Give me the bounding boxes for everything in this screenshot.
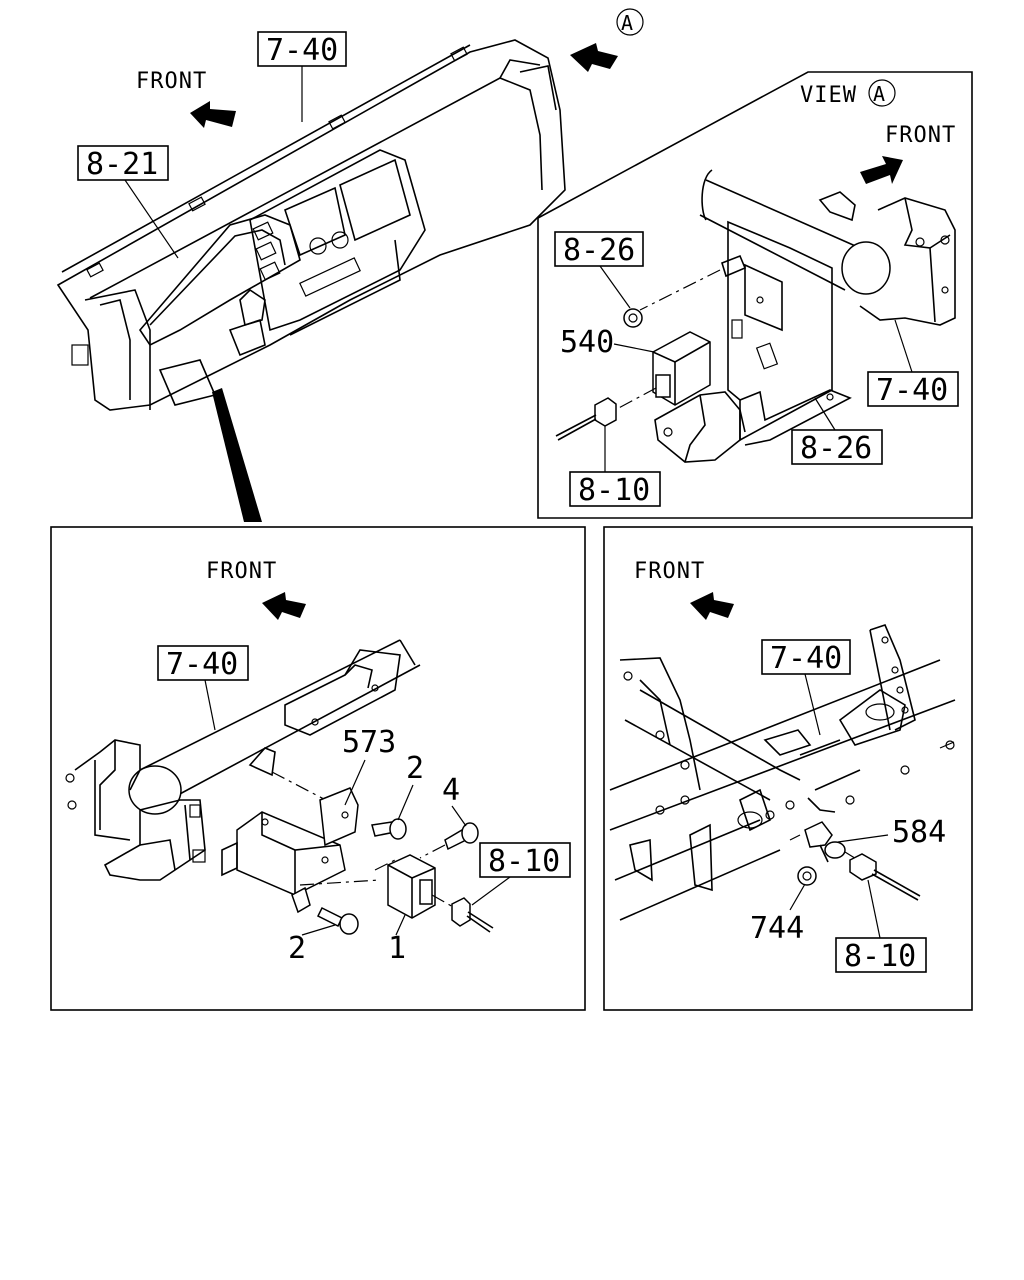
view-a-panel: VIEW A FRONT <box>537 71 973 519</box>
front-label-top: FRONT <box>136 69 207 94</box>
front-arrow-left <box>262 592 306 620</box>
label-box-8-10-right <box>835 937 927 973</box>
label-box-8-26-view-a <box>554 231 644 267</box>
label-573: 573 <box>342 725 396 760</box>
label-box-7-40-left <box>157 645 249 681</box>
view-marker-letter: A <box>873 82 885 106</box>
label-540: 540 <box>560 325 614 360</box>
label-8-26-view-b: 8-26 <box>800 431 872 466</box>
label-8-10-right: 8-10 <box>844 939 916 974</box>
label-2-upper: 2 <box>406 751 424 786</box>
view-arrow-top <box>570 43 618 72</box>
front-label-right: FRONT <box>634 559 705 584</box>
view-title: VIEW <box>800 83 857 108</box>
detail-panel-left: FRONT <box>50 526 586 1011</box>
front-arrow-top <box>190 101 236 128</box>
front-arrow-view <box>860 156 903 184</box>
label-box-8-26-view-b <box>791 429 883 465</box>
detail-panel-right: FRONT <box>603 526 973 1011</box>
label-7-40-view: 7-40 <box>876 373 948 408</box>
label-box-8-10-view <box>569 471 661 507</box>
front-arrow-right <box>690 592 734 620</box>
view-marker <box>868 79 896 107</box>
label-8-10-view: 8-10 <box>578 473 650 508</box>
label-box-7-40-top <box>257 31 347 67</box>
label-1: 1 <box>388 931 406 966</box>
label-2-lower: 2 <box>288 931 306 966</box>
front-label-view: FRONT <box>885 123 956 148</box>
view-marker-letter-top: A <box>621 11 633 35</box>
label-8-21: 8-21 <box>86 147 158 182</box>
label-box-7-40-right <box>761 639 851 675</box>
label-584: 584 <box>892 815 946 850</box>
label-7-40-top: 7-40 <box>266 33 338 68</box>
label-box-8-21 <box>77 145 169 181</box>
label-744: 744 <box>750 911 804 946</box>
label-box-8-10-left <box>479 842 571 878</box>
label-7-40-left: 7-40 <box>166 647 238 682</box>
label-8-10-left: 8-10 <box>488 844 560 879</box>
label-box-7-40-view <box>867 371 959 407</box>
front-label-left: FRONT <box>206 559 277 584</box>
label-7-40-right: 7-40 <box>770 641 842 676</box>
label-4: 4 <box>442 773 460 808</box>
dashboard-assembly <box>56 39 566 522</box>
view-marker-top <box>616 8 644 36</box>
label-8-26-view-a: 8-26 <box>563 233 635 268</box>
